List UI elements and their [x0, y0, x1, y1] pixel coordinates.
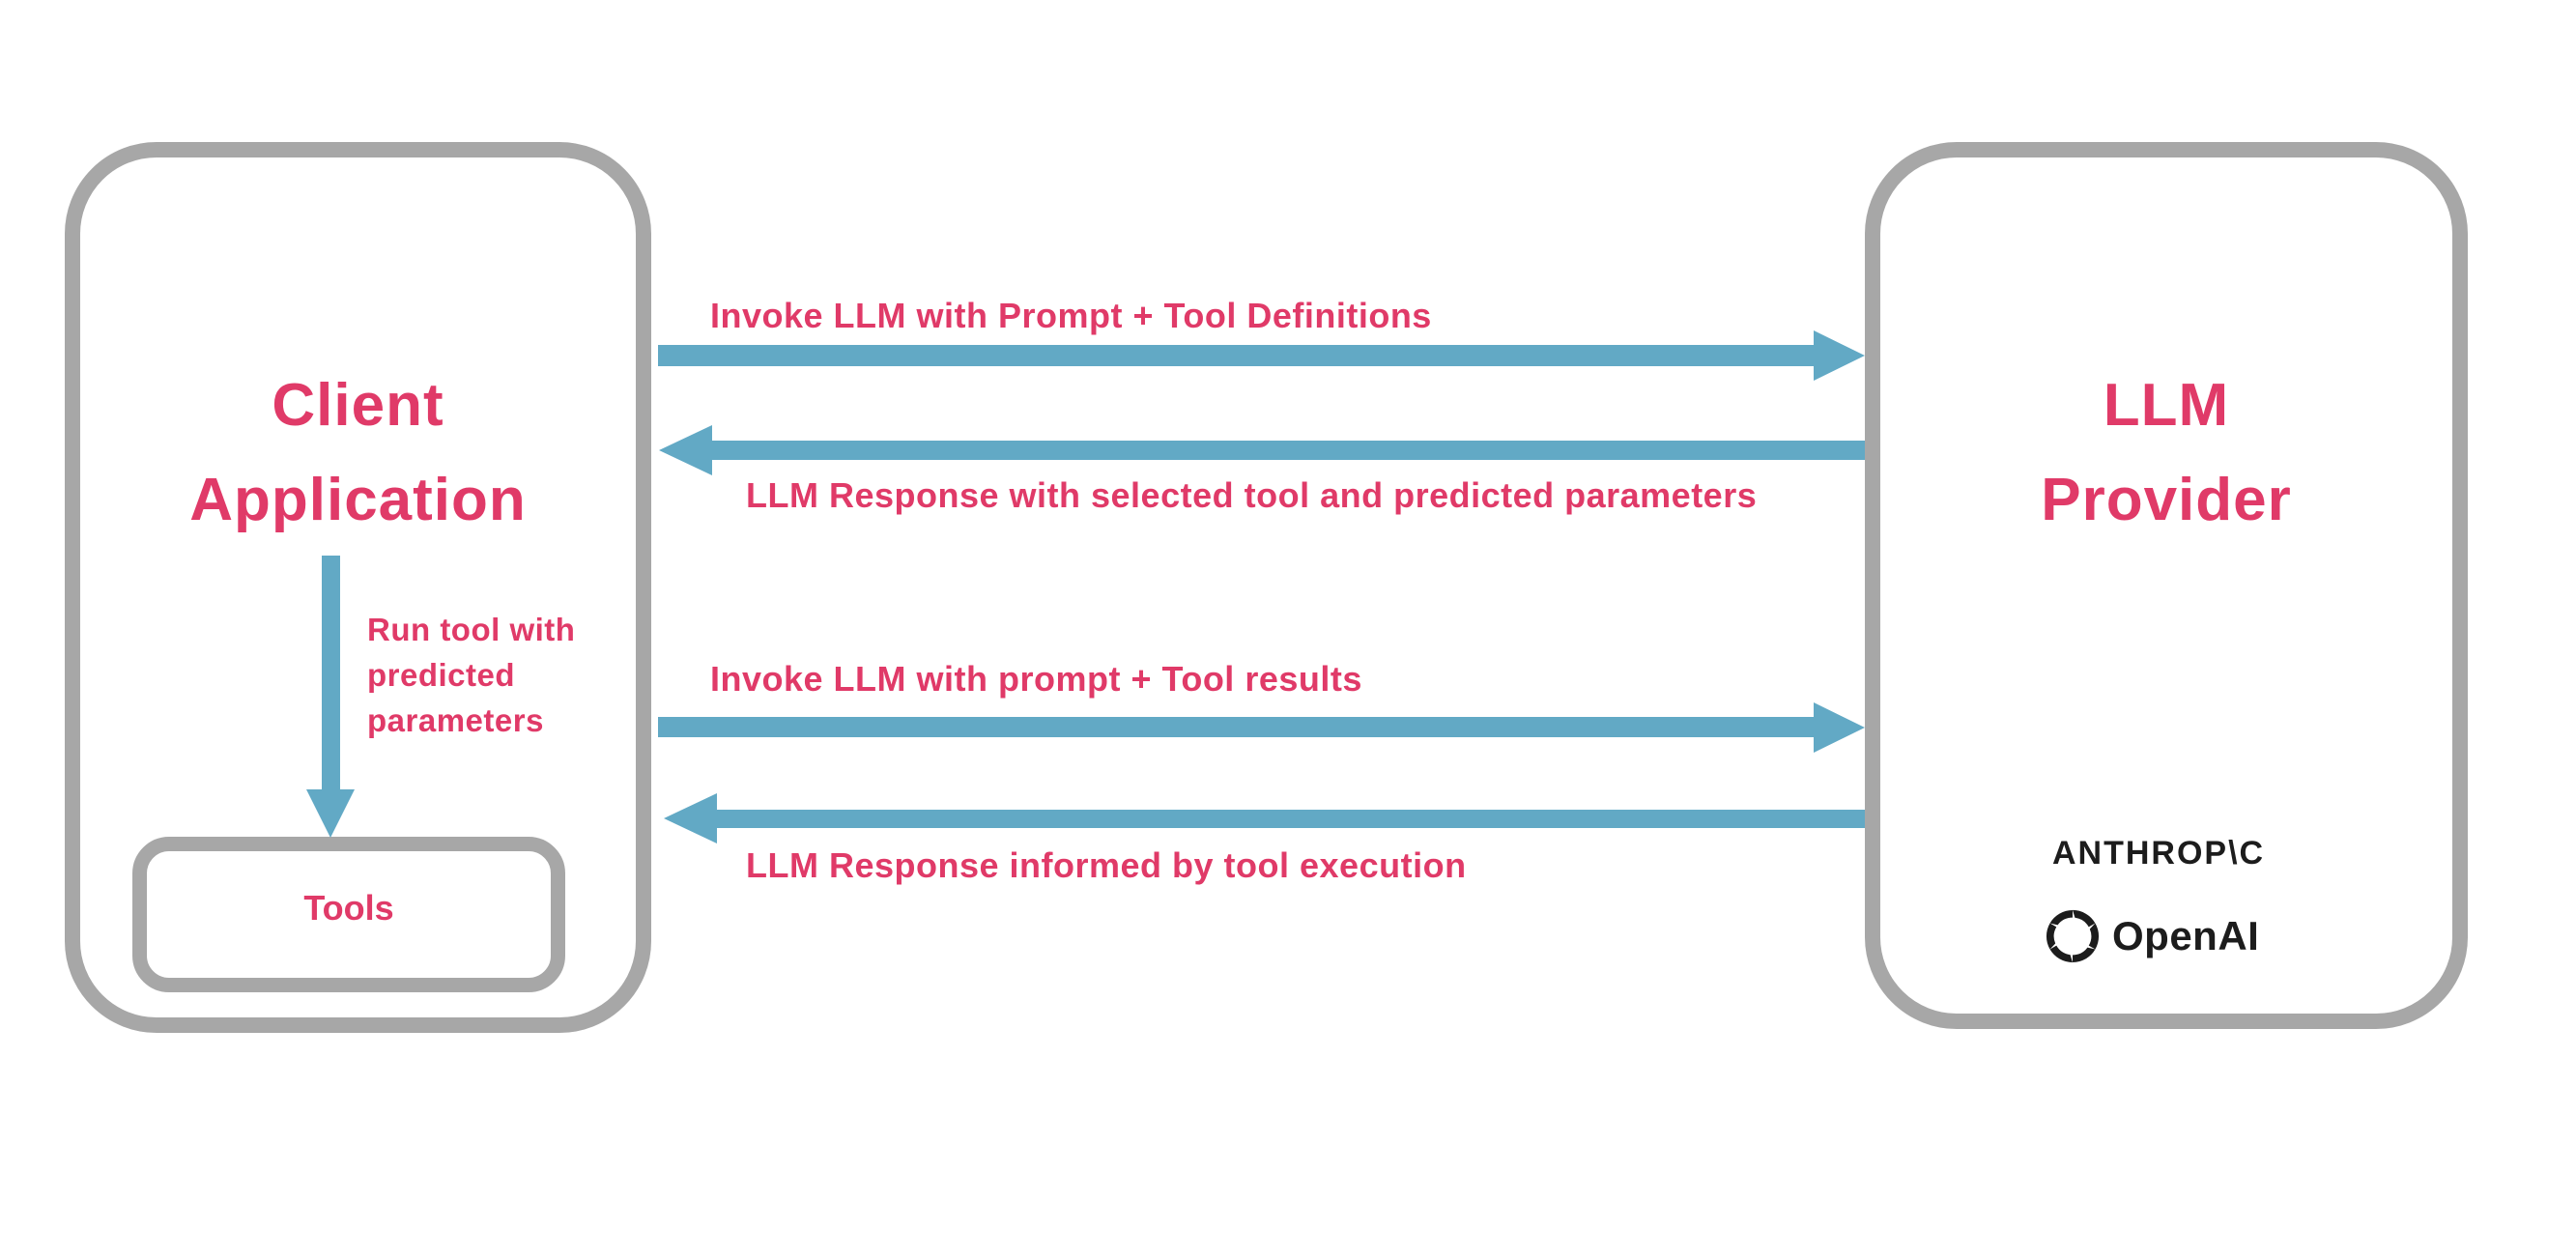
client-title-line1: Client [272, 372, 444, 439]
arrow-label-response-informed: LLM Response informed by tool execution [746, 845, 1467, 885]
llm-title-line2: Provider [2041, 467, 2292, 533]
run-tool-arrow-head-icon [306, 789, 355, 838]
openai-logo: OpenAI [2038, 903, 2260, 969]
arrow-invoke-results-shaft [658, 717, 1815, 737]
client-application-title: Client Application [80, 358, 636, 548]
run-tool-label: Run tool with predicted parameters [367, 607, 575, 743]
openai-wordmark: OpenAI [2112, 913, 2260, 958]
arrow-response-informed-head-icon [664, 793, 717, 843]
arrow-label-invoke-definitions: Invoke LLM with Prompt + Tool Definition… [710, 296, 1432, 335]
llm-provider-title: LLM Provider [1880, 358, 2452, 548]
client-title-line2: Application [189, 467, 527, 533]
arrow-invoke-definitions-shaft [658, 345, 1815, 366]
arrow-invoke-definitions-head-icon [1814, 330, 1865, 381]
arrow-response-selected-shaft [711, 441, 1865, 460]
run-tool-label-line1: Run tool with [367, 612, 576, 647]
openai-flower-icon [2038, 903, 2107, 969]
tools-label: Tools [303, 887, 394, 928]
llm-title-line1: LLM [2103, 372, 2230, 439]
run-tool-label-line3: parameters [367, 702, 544, 738]
arrow-label-invoke-results: Invoke LLM with prompt + Tool results [710, 659, 1362, 699]
llm-provider-box: LLM Provider [1865, 142, 2468, 1029]
arrow-response-selected-head-icon [659, 425, 712, 475]
run-tool-label-line2: predicted [367, 657, 516, 693]
run-tool-arrow-shaft [322, 556, 340, 790]
arrow-invoke-results-head-icon [1814, 702, 1865, 753]
arrow-label-response-selected: LLM Response with selected tool and pred… [746, 475, 1758, 515]
anthropic-logo: ANTHROP\C [2052, 835, 2266, 872]
tools-box: Tools [132, 837, 565, 992]
arrow-response-informed-shaft [716, 810, 1865, 828]
